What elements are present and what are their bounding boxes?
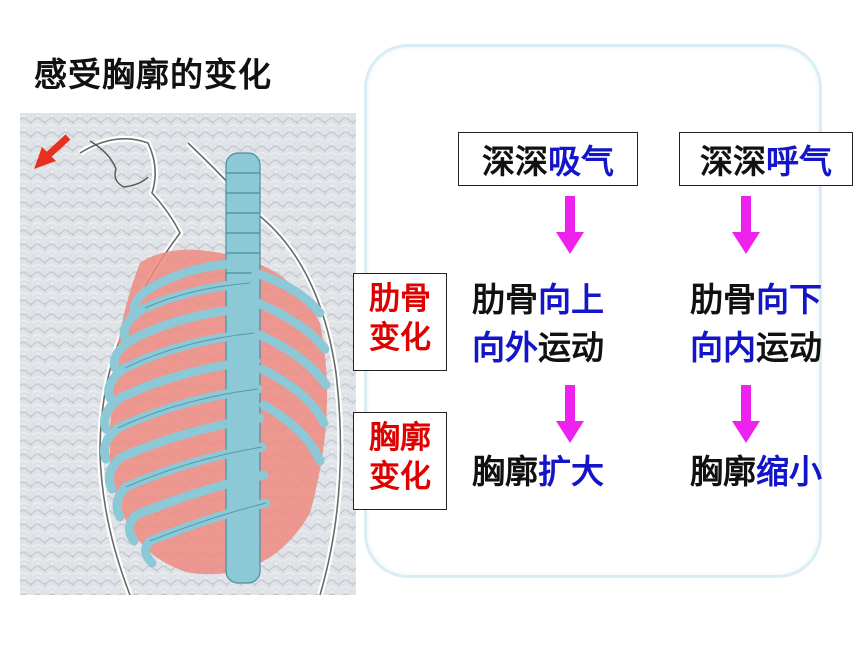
inhale-rib-line2-black: 运动: [538, 328, 604, 367]
inhale-rib-line1-black: 肋骨: [472, 280, 538, 319]
exhale-chest-result: 胸廓缩小: [690, 448, 822, 496]
chest-change-line2: 变化: [369, 459, 431, 495]
inhale-chest-blue: 扩大: [538, 452, 604, 491]
inhale-rib-line1-blue: 向上: [538, 280, 604, 319]
inhale-header-prefix: 深深: [482, 142, 548, 181]
exhale-header-prefix: 深深: [700, 142, 766, 181]
rib-change-line2: 变化: [369, 320, 431, 356]
inhale-header-box: 深深吸气: [458, 132, 638, 186]
exhale-chest-blue: 缩小: [756, 452, 822, 491]
red-arrow-icon: [34, 134, 71, 169]
down-arrow-icon: [556, 196, 584, 254]
rib-change-line1: 肋骨: [369, 281, 431, 317]
ribcage-illustration: [20, 113, 356, 595]
inhale-header-keyword: 吸气: [548, 142, 614, 181]
exhale-chest-black: 胸廓: [690, 452, 756, 491]
inhale-rib-line2-blue: 向外: [472, 328, 538, 367]
down-arrow-icon: [732, 196, 760, 254]
page-title: 感受胸廓的变化: [34, 55, 272, 94]
down-arrow-icon: [556, 385, 584, 443]
exhale-header-box: 深深呼气: [679, 132, 853, 186]
exhale-header-keyword: 呼气: [766, 142, 832, 181]
exhale-rib-line1-black: 肋骨: [690, 280, 756, 319]
exhale-rib-line2-blue: 向内: [690, 328, 756, 367]
exhale-rib-line1-blue: 向下: [756, 280, 822, 319]
down-arrow-icon: [732, 385, 760, 443]
exhale-rib-line2-black: 运动: [756, 328, 822, 367]
exhale-rib-motion: 肋骨向下 向内运动: [690, 276, 822, 372]
rib-change-label: 肋骨 变化: [353, 273, 447, 371]
inhale-chest-black: 胸廓: [472, 452, 538, 491]
chest-change-label: 胸廓 变化: [353, 412, 447, 510]
chest-change-line1: 胸廓: [369, 420, 431, 456]
inhale-rib-motion: 肋骨向上 向外运动: [472, 276, 604, 372]
inhale-chest-result: 胸廓扩大: [472, 448, 604, 496]
